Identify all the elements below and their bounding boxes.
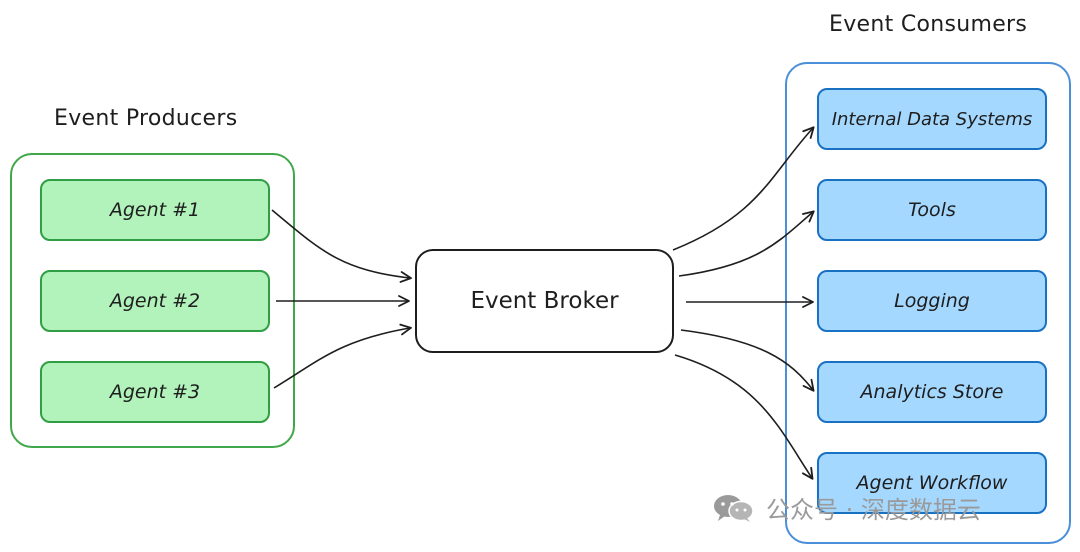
consumer-internal-data-systems: Internal Data Systems — [817, 88, 1047, 150]
consumers-title: Event Consumers — [829, 12, 1028, 37]
consumer-tools: Tools — [817, 179, 1047, 241]
producer-agent-3: Agent #3 — [40, 361, 270, 423]
wechat-icon — [712, 493, 756, 523]
watermark: 公众号 · 深度数据云 — [712, 490, 981, 525]
arrow-agent-1-to-broker — [271, 209, 412, 283]
producer-agent-1: Agent #1 — [40, 179, 270, 241]
event-broker: Event Broker — [415, 249, 674, 353]
arrow-broker-to-internal-data-systems — [672, 126, 815, 251]
watermark-text: 公众号 · 深度数据云 — [766, 496, 981, 524]
consumer-analytics-store: Analytics Store — [817, 361, 1047, 423]
arrow-broker-to-tools — [678, 210, 815, 277]
consumer-logging: Logging — [817, 270, 1047, 332]
arrow-agent-3-to-broker — [273, 323, 412, 389]
consumer-agent-workflow: Agent Workflow — [817, 452, 1047, 514]
arrow-broker-to-agent-workflow — [674, 354, 814, 480]
producer-agent-2: Agent #2 — [40, 270, 270, 332]
producers-title: Event Producers — [54, 106, 238, 131]
arrow-broker-to-analytics-store — [680, 329, 815, 392]
consumers-group — [785, 62, 1071, 544]
